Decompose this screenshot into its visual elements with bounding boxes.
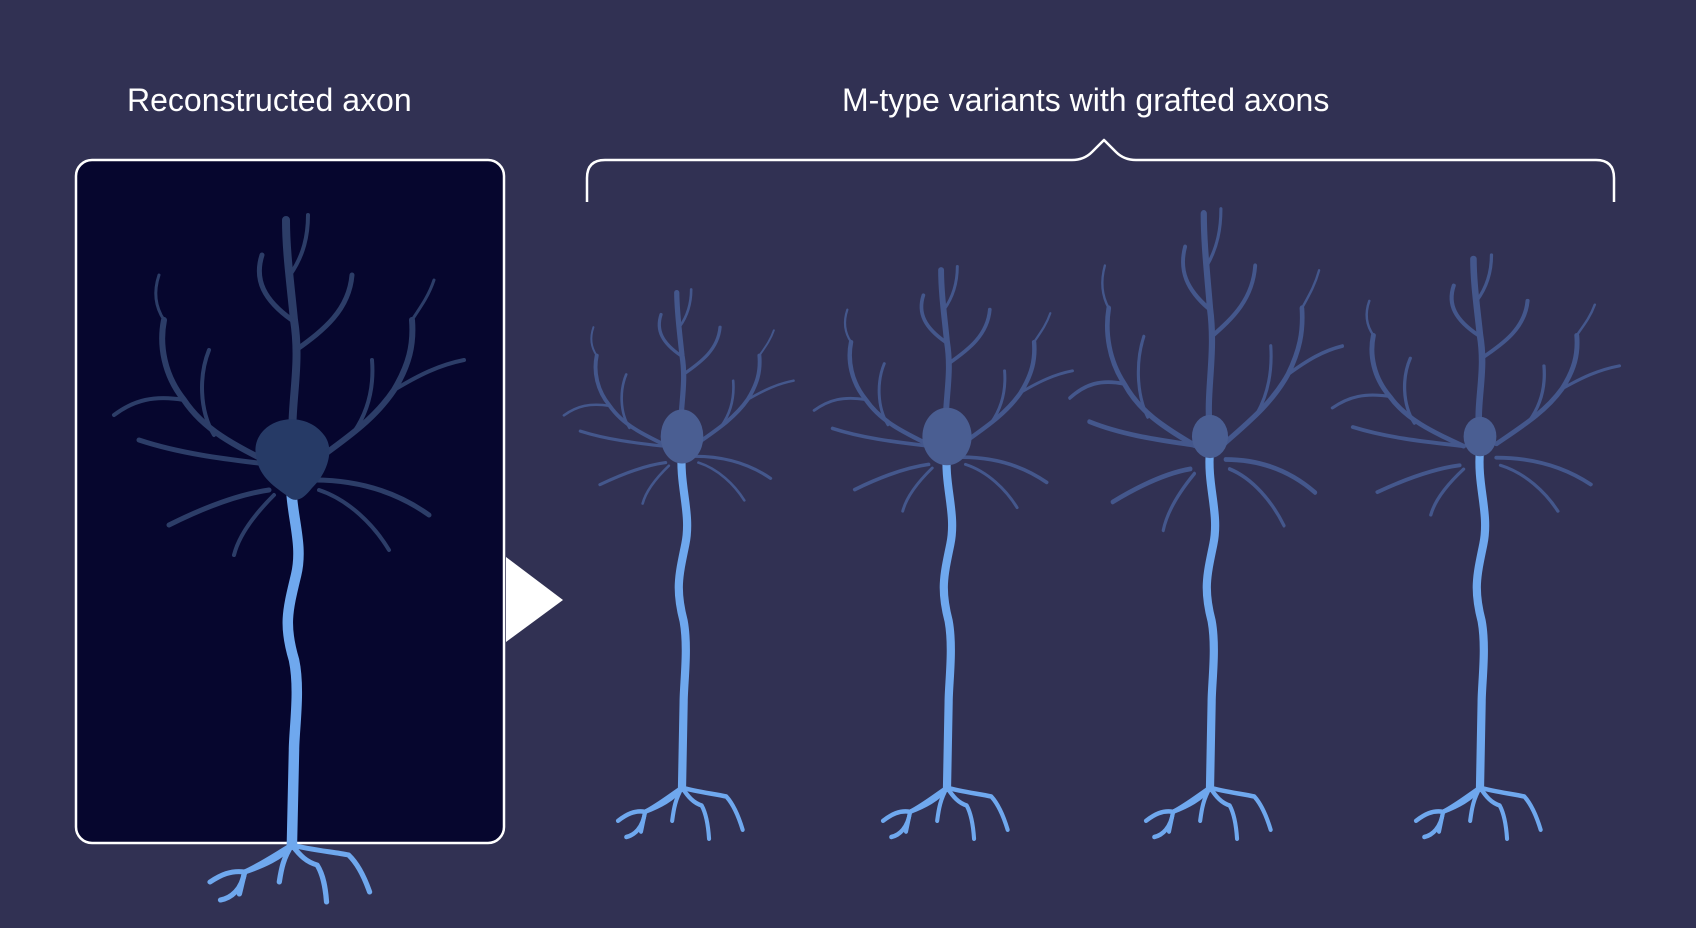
soma-icon [255,419,330,500]
variants-title: M-type variants with grafted axons [842,82,1330,118]
curly-brace-icon [585,138,1616,202]
reconstructed-axon-title: Reconstructed axon [127,82,412,118]
soma-icon [1463,416,1497,457]
soma-icon [1191,414,1229,459]
variant-neuron-icon [814,266,1072,847]
variant-neuron-icon [1332,255,1619,847]
variant-neuron-icon [564,289,794,847]
soma-icon [660,409,704,464]
reconstructed-neuron-icon [114,215,464,911]
soma-icon [922,407,972,466]
variant-neuron-icon [1070,209,1343,847]
arrow-right-icon [506,557,563,642]
